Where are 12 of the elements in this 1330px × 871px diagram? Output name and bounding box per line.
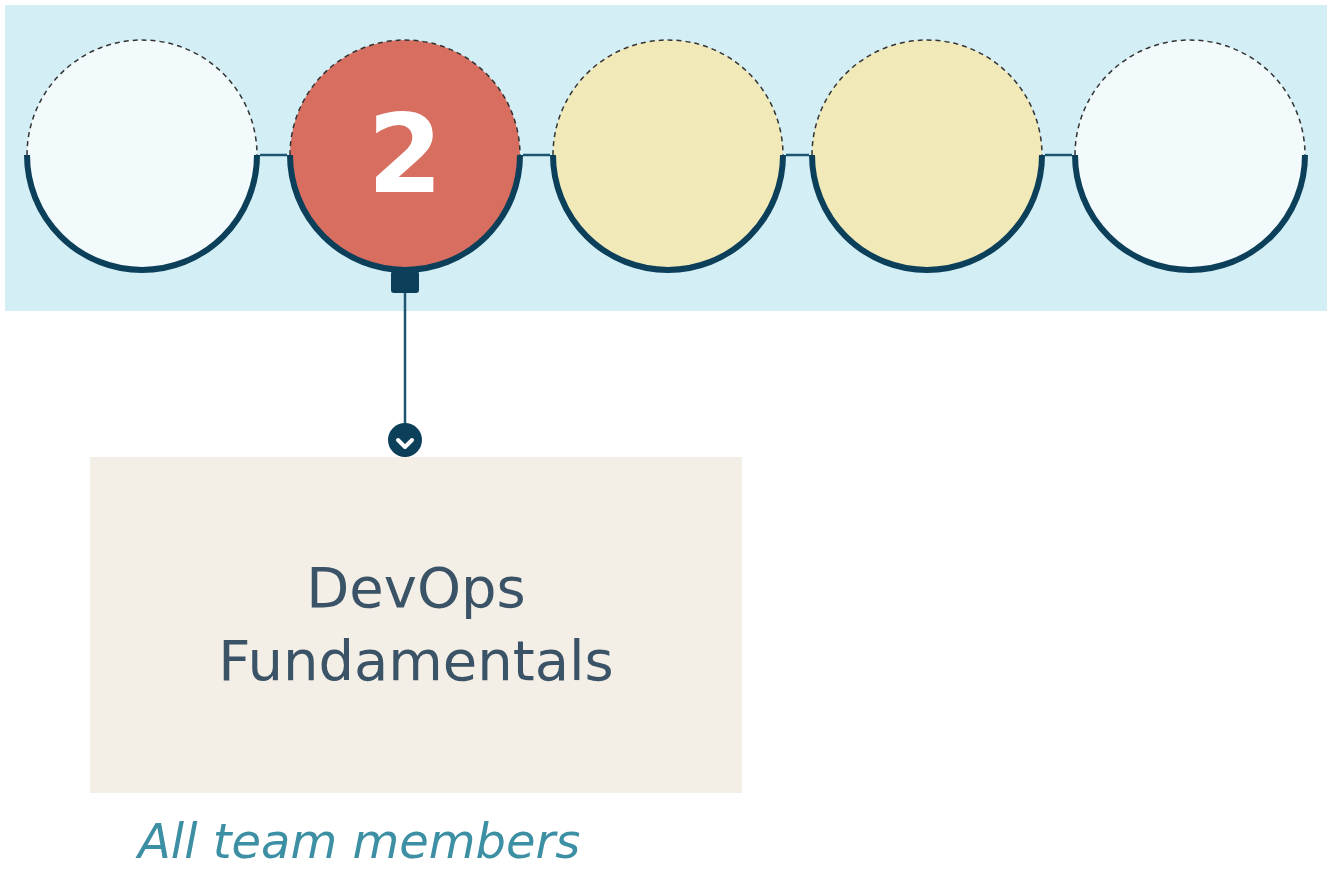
course-title: DevOps Fundamentals bbox=[217, 554, 615, 695]
number-circle bbox=[290, 40, 520, 270]
empty-circle bbox=[812, 40, 1042, 270]
step-number: 2 bbox=[367, 101, 443, 209]
connector-line bbox=[1045, 153, 1072, 157]
connector-line bbox=[260, 153, 287, 157]
empty-circle bbox=[27, 40, 257, 270]
connector-line bbox=[523, 153, 550, 157]
connector-line bbox=[786, 153, 809, 157]
course-box bbox=[90, 457, 742, 793]
empty-circle bbox=[1075, 40, 1305, 270]
empty-circle bbox=[553, 40, 783, 270]
